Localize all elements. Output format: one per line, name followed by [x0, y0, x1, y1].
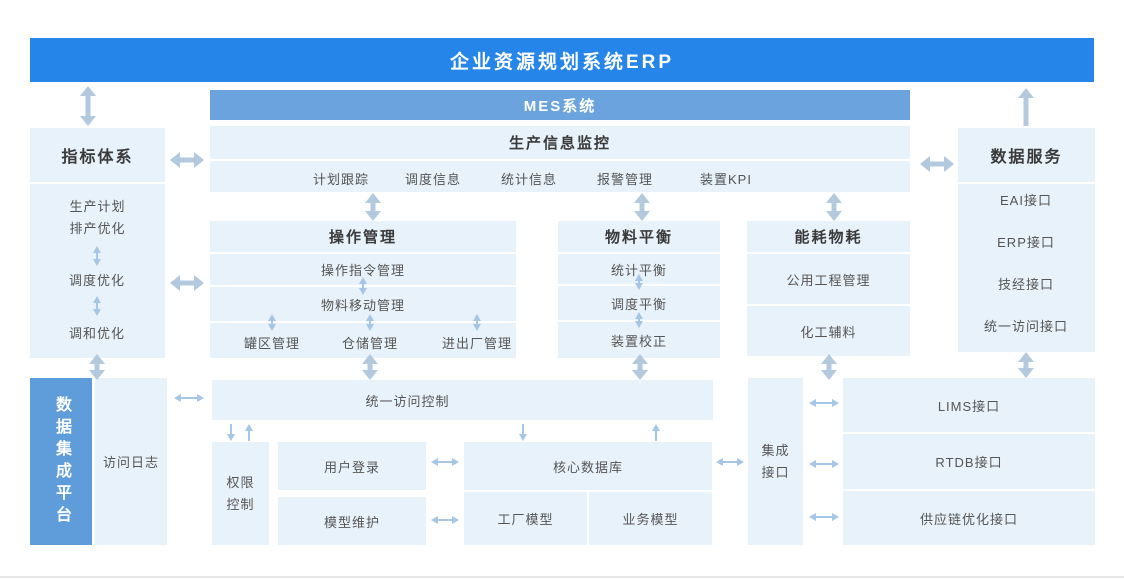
energy-row-chemical: 化工辅料	[747, 306, 910, 356]
mes-header: MES系统	[210, 90, 910, 120]
energy-title: 能耗物耗	[794, 229, 863, 246]
supply-chain-interface-box: 供应链优化接口	[843, 491, 1095, 545]
monitor-header: 生产信息监控	[210, 126, 910, 159]
arrow-integration-lims-icon	[809, 398, 839, 408]
arrow-service-erp-icon	[1018, 88, 1034, 126]
monitor-item-dispatch-info: 调度信息	[404, 172, 462, 187]
data-integration-platform: 数据集成平台	[30, 378, 92, 545]
monitor-title: 生产信息监控	[508, 135, 611, 152]
material-row-device: 装置校正	[558, 322, 720, 358]
lims-interface-box: LIMS接口	[843, 378, 1095, 432]
operation-title: 操作管理	[328, 229, 397, 246]
operation-item-tank: 罐区管理	[243, 336, 301, 351]
arrow-energy-integration-icon	[821, 354, 837, 380]
monitor-items-row: 计划跟踪 调度信息 统计信息 报警管理 装置KPI	[210, 161, 910, 192]
arrow-monitor-operation-icon	[365, 193, 381, 221]
service-header: 数据服务	[958, 128, 1095, 182]
arrow-coredb-access-up-icon	[651, 424, 661, 441]
arrow-dispatch-device-icon	[634, 312, 644, 328]
integration-interface-box: 集成 接口	[748, 378, 803, 545]
erp-banner-title: 企业资源规划系统ERP	[449, 51, 675, 73]
arrow-material-access-icon	[632, 354, 648, 380]
arrow-login-coredb-icon	[431, 457, 459, 467]
unified-access-control: 统一访问控制	[212, 380, 713, 420]
service-item-erp: ERP接口	[997, 235, 1055, 250]
arrow-log-access-icon	[174, 393, 204, 403]
arrow-monitor-service-icon	[920, 156, 954, 172]
arrow-plan-dispatch-icon	[92, 246, 102, 266]
business-model-box: 业务模型	[589, 492, 712, 545]
arrow-movement-gate-icon	[472, 314, 482, 331]
arrow-integration-supply-icon	[809, 512, 839, 522]
arrow-permission-access-up-icon	[244, 424, 254, 441]
operation-item-warehouse: 仓储管理	[341, 336, 399, 351]
service-items-box: EAI接口 ERP接口 技经接口 统一访问接口	[958, 184, 1095, 352]
operation-header: 操作管理	[210, 221, 516, 252]
bottom-divider	[0, 576, 1124, 578]
service-item-tech: 技经接口	[997, 277, 1055, 292]
arrow-indicator-platform-icon	[89, 354, 105, 380]
energy-header: 能耗物耗	[747, 221, 910, 252]
material-header: 物料平衡	[558, 221, 720, 252]
monitor-item-plan-tracking: 计划跟踪	[312, 172, 370, 187]
arrow-monitor-energy-icon	[826, 193, 842, 221]
arrow-monitor-material-icon	[634, 193, 650, 221]
arrow-erp-indicator-icon	[80, 86, 96, 126]
arrow-movement-warehouse-icon	[365, 314, 375, 331]
arrow-service-lims-icon	[1018, 352, 1034, 378]
permission-control-box: 权限 控制	[212, 442, 269, 545]
arrow-model-factory-icon	[431, 515, 459, 525]
arrow-movement-tank-icon	[267, 314, 277, 331]
service-title: 数据服务	[990, 149, 1063, 166]
access-log-box: 访问日志	[95, 378, 167, 545]
energy-row-utility: 公用工程管理	[747, 254, 910, 304]
core-database-box: 核心数据库	[464, 442, 712, 490]
material-title: 物料平衡	[604, 229, 673, 246]
arrow-access-coredb-down-icon	[518, 424, 528, 441]
indicator-title: 指标体系	[61, 149, 134, 166]
monitor-item-device-kpi: 装置KPI	[700, 172, 752, 187]
arrow-dispatch-blend-icon	[92, 296, 102, 316]
operation-item-gate: 进出厂管理	[441, 336, 513, 351]
user-login-box: 用户登录	[278, 442, 426, 490]
model-maintain-box: 模型维护	[278, 497, 426, 545]
indicator-items-box: 生产计划 排产优化 调度优化 调和优化	[30, 184, 165, 358]
arrow-stat-dispatch-icon	[634, 274, 644, 290]
arrow-indicator-operation-icon	[170, 275, 204, 291]
indicator-item-production-plan: 生产计划 排产优化	[69, 199, 126, 236]
arrow-operation-access-icon	[362, 354, 378, 380]
indicator-item-blend-opt: 调和优化	[68, 326, 126, 341]
service-item-unified: 统一访问接口	[983, 319, 1069, 334]
mes-header-title: MES系统	[523, 97, 597, 115]
monitor-item-alarm-mgmt: 报警管理	[596, 172, 654, 187]
arrow-access-permission-down-icon	[226, 424, 236, 441]
arrow-integration-rtdb-icon	[809, 459, 839, 469]
arrow-instruction-movement-icon	[358, 277, 368, 295]
factory-model-box: 工厂模型	[464, 492, 587, 545]
indicator-header: 指标体系	[30, 128, 165, 182]
arrow-indicator-monitor-icon	[170, 152, 204, 168]
indicator-item-dispatch-opt: 调度优化	[68, 273, 126, 288]
service-item-eai: EAI接口	[1000, 193, 1052, 208]
monitor-item-stat-info: 统计信息	[500, 172, 558, 187]
erp-banner: 企业资源规划系统ERP	[30, 38, 1094, 82]
operation-row-bottom: 罐区管理 仓储管理 进出厂管理	[210, 323, 516, 358]
rtdb-interface-box: RTDB接口	[843, 434, 1095, 489]
arrow-coredb-integration-icon	[716, 457, 744, 467]
